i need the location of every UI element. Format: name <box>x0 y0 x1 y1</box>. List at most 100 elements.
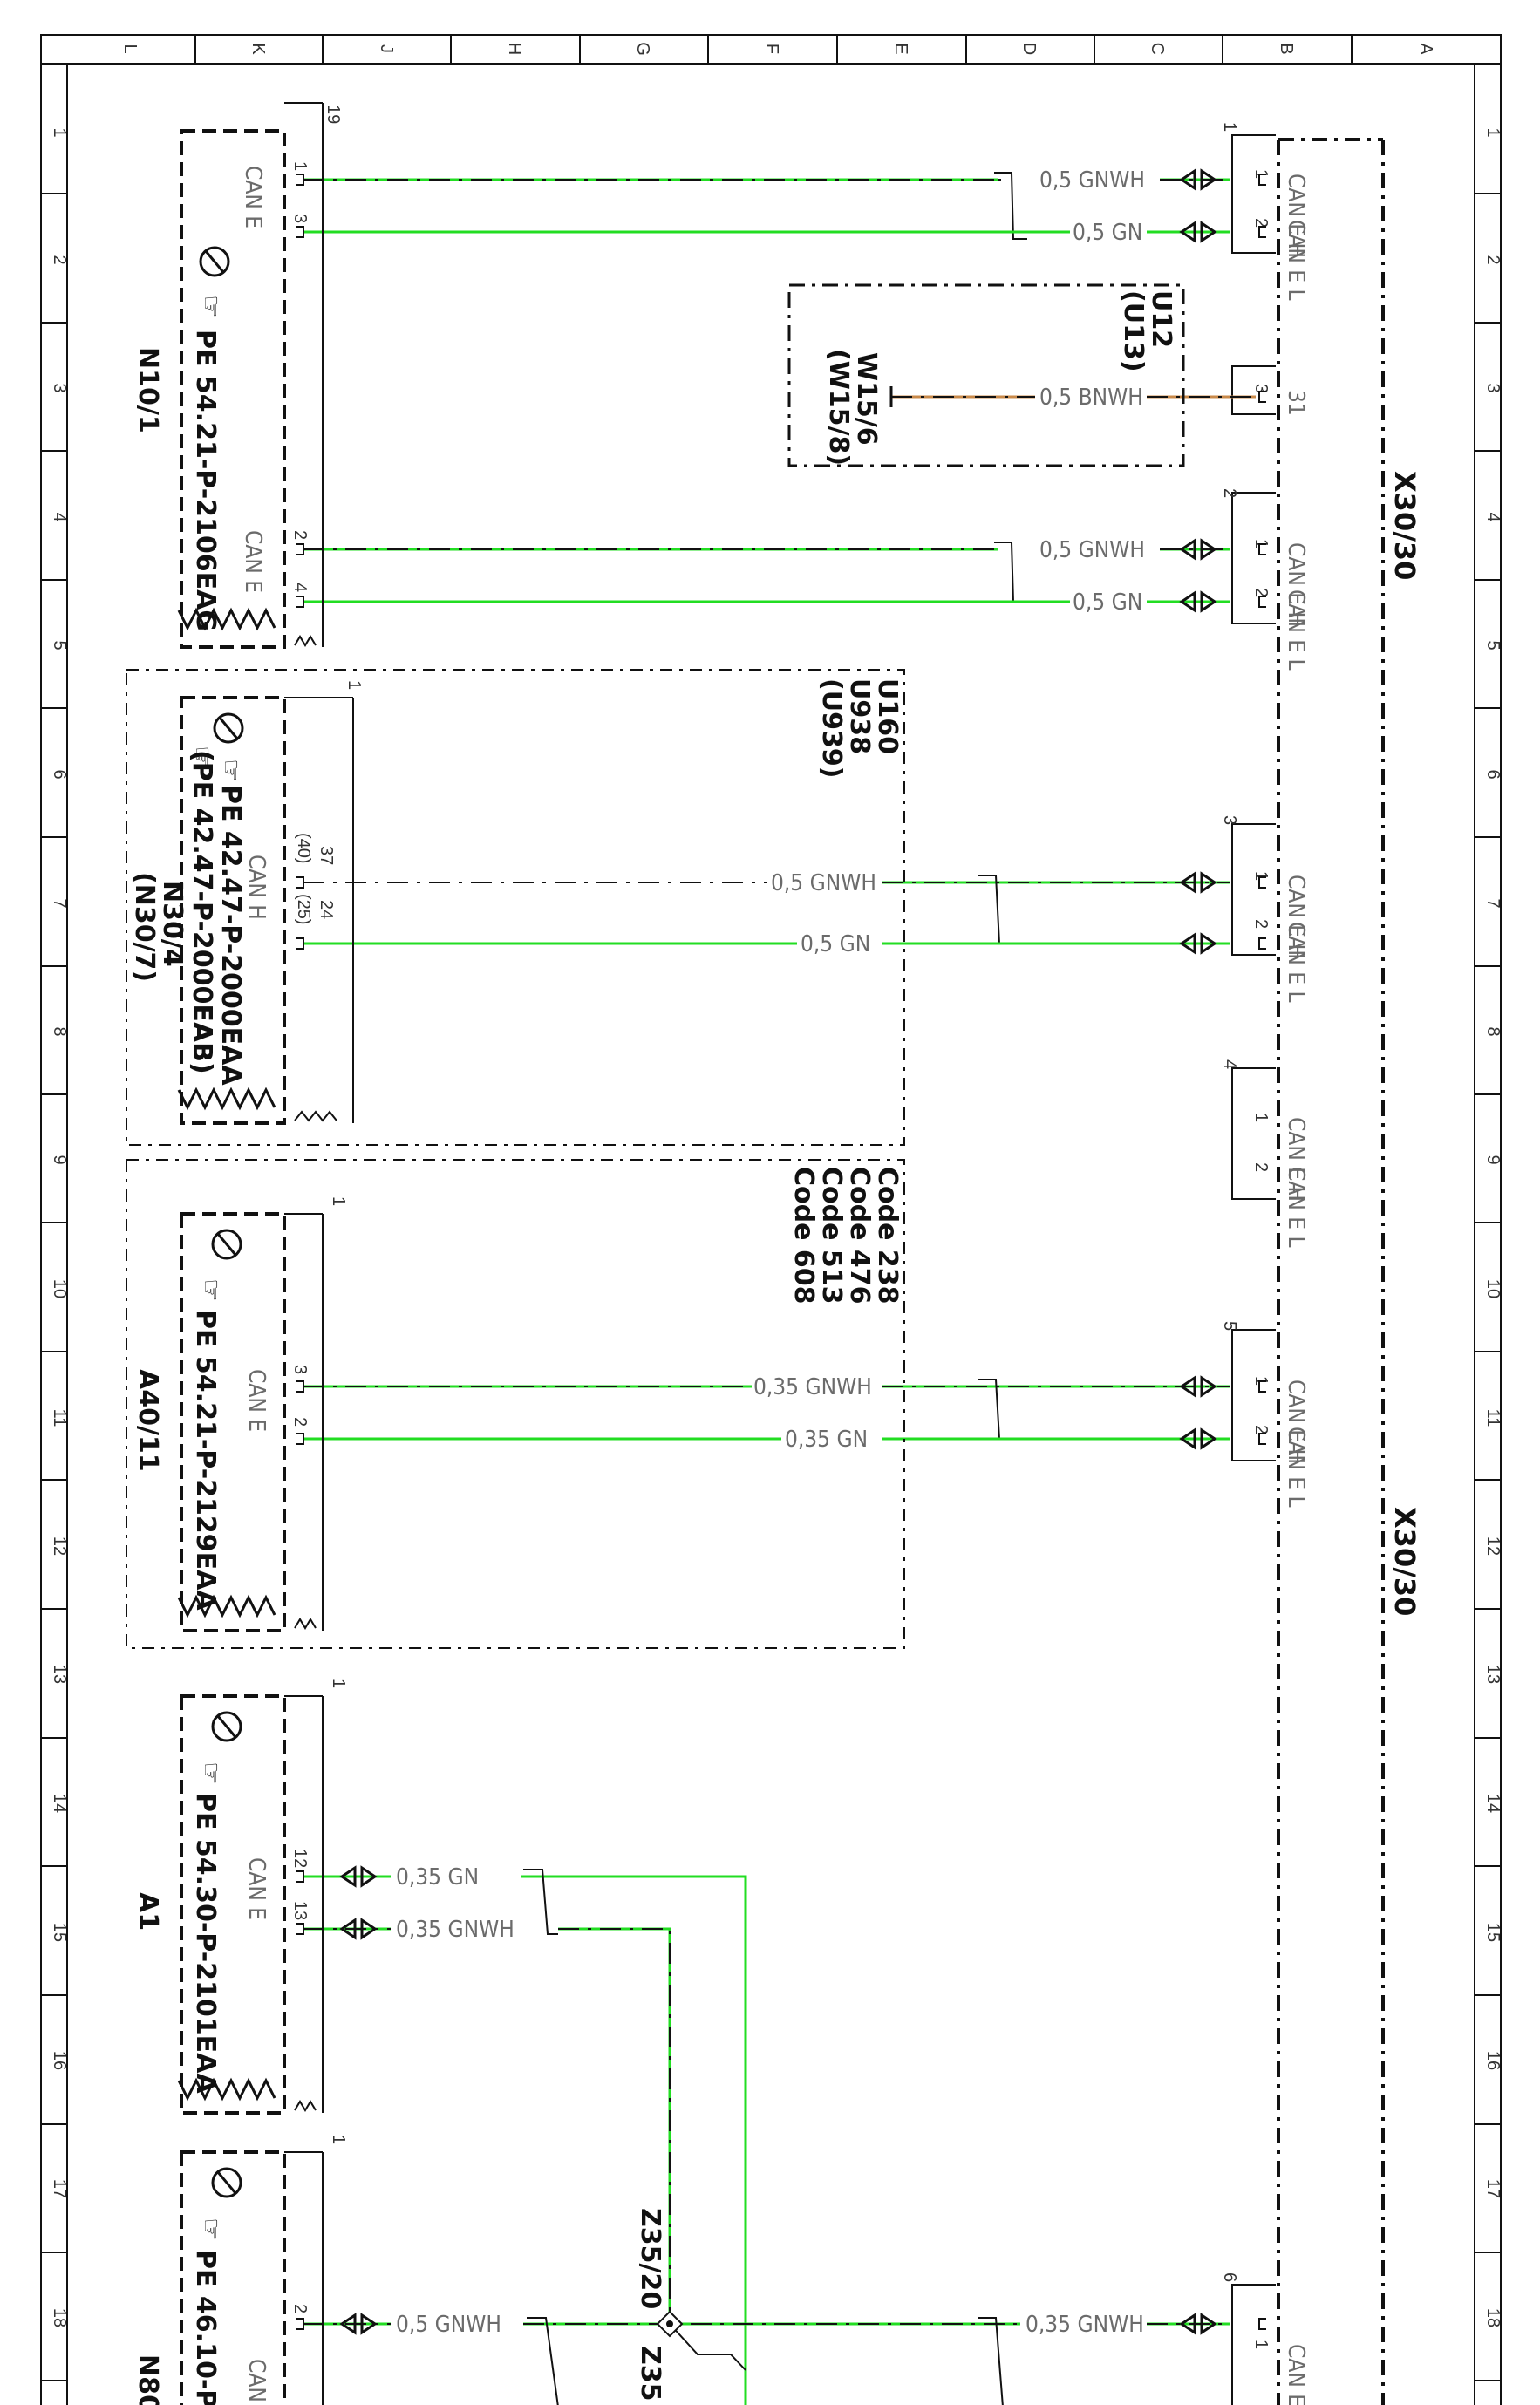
wire-label: 0,5 GN <box>1073 589 1142 616</box>
sheet-frame <box>40 34 1502 2405</box>
wire-label: 0,35 GNWH <box>1026 2312 1144 2338</box>
hand-pointer-icon: ☞ <box>195 2218 226 2241</box>
hand-pointer-icon: ☞ <box>215 759 246 782</box>
module-ref: PE 46.10-P <box>190 2250 221 2405</box>
module-bus-label: CAN H <box>243 855 269 920</box>
module-name: N80 <box>133 2354 163 2405</box>
col-label: F <box>762 44 781 54</box>
group-number: 2 <box>1220 488 1239 498</box>
pin-number: 1 <box>290 161 310 171</box>
pin-number: 2 <box>1251 588 1271 597</box>
meter-icon <box>199 246 230 277</box>
pin-number: 24 <box>317 900 336 919</box>
component-label: U160 <box>872 678 903 754</box>
row-label-left: 1 <box>50 127 69 137</box>
row-label-left: 17 <box>50 2179 69 2198</box>
pin-function-label: CAN E L <box>1283 922 1309 1003</box>
module-bus-label: CAN E <box>243 1369 269 1432</box>
component-label: U938 <box>844 678 875 754</box>
col-label: D <box>1019 43 1039 55</box>
module-ref: PE 42.47-P-2000EAA <box>215 785 246 1086</box>
row-label-right: 5 <box>1483 640 1503 650</box>
pin-number: 2 <box>290 530 310 540</box>
wire-set-a40-11 <box>303 1379 1230 1441</box>
module-bus-label: CAN <box>243 2359 269 2402</box>
pin-function-label: CAN E H <box>1283 542 1309 627</box>
pin-number: 1 <box>1251 871 1271 881</box>
module-bus-label: CAN E <box>240 530 266 593</box>
pin-number: 13 <box>290 1901 310 1920</box>
pin-number: 2 <box>1251 919 1271 929</box>
col-label: J <box>377 44 396 53</box>
row-labels: 1 2 3 4 5 6 7 8 9 10 11 12 13 14 15 16 1… <box>50 127 1503 2327</box>
module-number: 1 <box>329 1679 348 1688</box>
pin-number: 2 <box>1251 218 1271 228</box>
row-label-left: 5 <box>50 640 69 650</box>
module-ref: PE 54.21-P-2106EAG <box>190 330 221 631</box>
connector-pin-labels: CAN E H CAN E L CAN E H CAN E L CAN E H … <box>1283 174 1309 2405</box>
pin-number: 37 <box>317 846 336 865</box>
row-label-right: 13 <box>1483 1665 1503 1684</box>
hand-pointer-icon: ☞ <box>195 1761 226 1785</box>
module-n80: ☞ PE 46.10-P N80 CAN 2 1 <box>133 2135 348 2405</box>
wire-label: 0,5 GNWH <box>396 2312 501 2338</box>
row-label-left: 9 <box>50 1155 69 1164</box>
row-label-left: 18 <box>50 2308 69 2327</box>
code-label: Code 476 <box>844 1167 875 1305</box>
hand-pointer-icon: ☞ <box>195 1278 226 1302</box>
wire-label: 0,5 GNWH <box>771 870 876 896</box>
col-label: A <box>1416 43 1435 55</box>
splice-name: Z35/20 <box>635 2208 665 2309</box>
pin-number: 2 <box>290 1417 310 1427</box>
wire-label: 0,5 GNWH <box>1039 537 1145 563</box>
row-label-right: 17 <box>1483 2179 1503 2198</box>
column-labels: L K J H G F E D C B A <box>120 42 1435 56</box>
component-u12: U12 (U13) W15/6 (W15/8) <box>787 283 1185 467</box>
splice-point <box>656 2310 684 2338</box>
col-label: H <box>505 43 524 55</box>
pin-function-label: CAN E L <box>1283 220 1309 301</box>
component-code-box: Code 238 Code 476 Code 513 Code 608 <box>126 1159 905 1649</box>
row-label-right: 14 <box>1483 1794 1503 1813</box>
col-label: G <box>633 42 652 56</box>
col-label: E <box>891 43 910 54</box>
module-ref: PE 54.21-P-2129EAA <box>190 1310 221 1611</box>
row-label-right: 16 <box>1483 2051 1503 2070</box>
component-label: (U13) <box>1118 290 1148 372</box>
col-label: C <box>1148 43 1167 55</box>
row-label-left: 11 <box>50 1409 69 1427</box>
group-number: 6 <box>1220 2272 1239 2282</box>
module-number: 1 <box>329 1196 348 1206</box>
row-label-right: 15 <box>1483 1923 1503 1942</box>
col-label: K <box>249 43 268 55</box>
module-n10-1: ☞ PE 54.21-P-2106EAG N10/1 CAN E CAN E 1… <box>133 102 324 649</box>
component-label: (W15/8) <box>823 349 854 466</box>
module-n30-4: ☞ ☞ PE 42.47-P-2000EAA (PE 42.47-P-2000E… <box>129 680 364 1125</box>
row-label-left: 14 <box>50 1794 69 1813</box>
module-name: (N30/7) <box>129 872 160 982</box>
meter-icon <box>211 2167 242 2198</box>
splice-name: Z35 <box>635 2346 665 2402</box>
group-number: 1 <box>1220 122 1239 132</box>
row-label-left: 7 <box>50 898 69 908</box>
pin-number: 4 <box>290 583 310 592</box>
wire-label: 0,35 GN <box>785 1427 868 1453</box>
wire-set-n30-4 <box>303 875 1230 945</box>
module-ref: (PE 42.47-P-2000EAB) <box>187 750 217 1074</box>
group-number: 5 <box>1220 1321 1239 1331</box>
wire-label: 0,5 BNWH <box>1039 385 1143 411</box>
pin-function-label: CAN E L <box>1283 1427 1309 1508</box>
code-label: Code 513 <box>816 1167 847 1305</box>
module-bus-label: CAN E <box>243 1857 269 1920</box>
row-label-right: 9 <box>1483 1155 1503 1164</box>
component-u160: U160 U938 (U939) <box>126 669 905 1146</box>
row-label-left: 15 <box>50 1923 69 1942</box>
row-label-left: 12 <box>50 1536 69 1556</box>
pin-function-label: CAN E H <box>1283 2344 1309 2405</box>
wire-label: 0,5 GN <box>1073 220 1142 246</box>
meter-icon <box>211 1711 242 1742</box>
pin-number: (40) <box>294 833 313 864</box>
pin-number: 2 <box>1251 1162 1271 1172</box>
pin-number: 12 <box>290 1849 310 1868</box>
